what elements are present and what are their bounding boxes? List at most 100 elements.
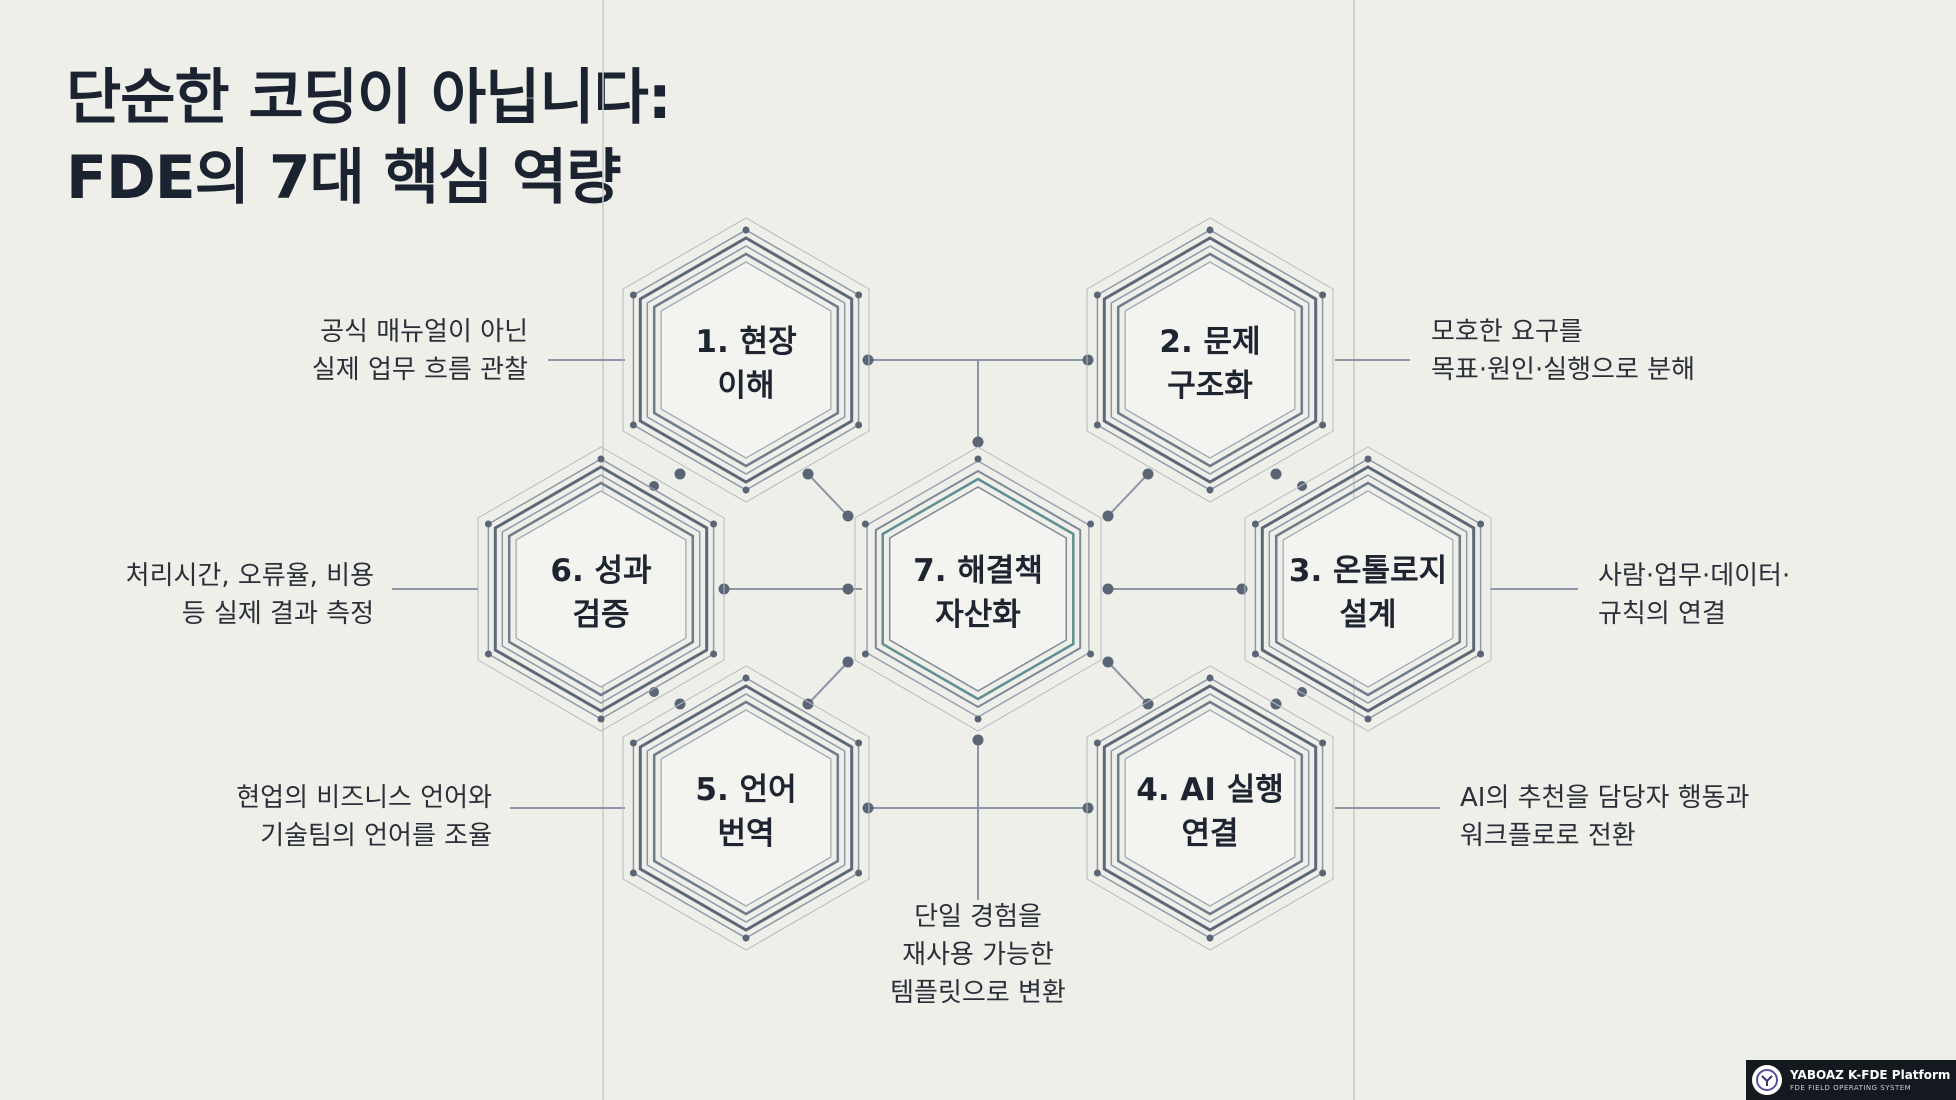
desc-hex-5-line-2: 기술팀의 언어를 조율 bbox=[260, 821, 492, 851]
hex-4-sketch-outline bbox=[1086, 665, 1334, 951]
hex-1-ring-5 bbox=[660, 261, 832, 459]
hex-5-vertex-node-2 bbox=[855, 739, 863, 747]
hex-1-vertex-node-2 bbox=[855, 291, 863, 299]
hex-4-ring-4 bbox=[1116, 700, 1304, 916]
hex-1-label-line-2: 이해 bbox=[717, 368, 774, 404]
desc-hex-4: AI의 추천을 담당자 행동과 워크플로로 전환 bbox=[1460, 779, 1749, 855]
hex-6-label-line-1: 6. 성과 bbox=[550, 553, 652, 589]
hex-4-ring-5 bbox=[1124, 709, 1296, 907]
desc-hex-3-line-1: 사람·업무·데이터· bbox=[1598, 561, 1791, 591]
title-line-2: FDE의 7대 핵심 역량 bbox=[66, 143, 621, 213]
hex-6-ring-5 bbox=[515, 490, 687, 688]
desc-hex-3-line-2: 규칙의 연결 bbox=[1598, 599, 1726, 629]
hex-7-vertex-node-4 bbox=[974, 715, 982, 723]
hex-5-ring-4 bbox=[652, 700, 840, 916]
hex-5-vertex-node-6 bbox=[629, 739, 637, 747]
hex-1-vertex-node-5 bbox=[629, 421, 637, 429]
hex-3-vertex-node-1 bbox=[1364, 455, 1372, 463]
hex-2-ring-3 bbox=[1110, 245, 1310, 475]
desc-hex-6: 처리시간, 오류율, 비용 등 실제 결과 측정 bbox=[126, 557, 374, 633]
desc-hex-1-line-2: 실제 업무 흐름 관찰 bbox=[311, 355, 528, 385]
desc-hex-2: 모호한 요구를 목표·원인·실행으로 분해 bbox=[1431, 313, 1695, 389]
hex-3-vertex-node-6 bbox=[1251, 520, 1259, 528]
hex-7-ring-4 bbox=[888, 486, 1068, 692]
hex-5-ring-3 bbox=[646, 693, 846, 923]
hex-7-vertex-node-5 bbox=[861, 650, 869, 658]
desc-hex-3: 사람·업무·데이터· 규칙의 연결 bbox=[1598, 557, 1790, 633]
desc-hex-7-line-2: 재사용 가능한 bbox=[902, 940, 1054, 970]
desc-hex-2-line-1: 모호한 요구를 bbox=[1431, 317, 1583, 347]
desc-hex-7-line-1: 단일 경험을 bbox=[914, 902, 1042, 932]
desc-hex-4-line-2: 워크플로로 전환 bbox=[1460, 821, 1636, 851]
hex-6-vertex-node-4 bbox=[597, 715, 605, 723]
hex-7-label-line-2: 자산화 bbox=[935, 597, 1021, 633]
hex-2-vertex-node-2 bbox=[1319, 291, 1327, 299]
slide-title: 단순한 코딩이 아닙니다: FDE의 7대 핵심 역량 bbox=[66, 58, 672, 218]
hex-4-vertex-node-3 bbox=[1319, 869, 1327, 877]
hex-6-vertex-node-3 bbox=[710, 650, 718, 658]
title-line-1: 단순한 코딩이 아닙니다: bbox=[66, 63, 672, 133]
hex-6-ring-4 bbox=[507, 481, 695, 697]
platform-badge: YABOAZ K-FDE Platform FDE FIELD OPERATIN… bbox=[1746, 1060, 1956, 1100]
hex-7-sketch-outline bbox=[854, 446, 1102, 732]
hex-5-vertex-node-3 bbox=[855, 869, 863, 877]
hex-2-ring-2 bbox=[1102, 236, 1318, 484]
hex-1-label-line-1: 1. 현장 bbox=[695, 324, 796, 360]
hex-7-vertex-node-1 bbox=[974, 455, 982, 463]
yaboaz-logo-icon bbox=[1752, 1065, 1782, 1095]
badge-title: YABOAZ K-FDE Platform bbox=[1790, 1067, 1951, 1082]
hex-1-vertex-node-1 bbox=[742, 226, 750, 234]
hex-1-vertex-node-4 bbox=[742, 486, 750, 494]
hex-4-vertex-node-6 bbox=[1093, 739, 1101, 747]
desc-hex-1-line-1: 공식 매뉴얼이 아닌 bbox=[320, 317, 528, 347]
hex-5-vertex-node-1 bbox=[742, 674, 750, 682]
hex-1-ring-3 bbox=[646, 245, 846, 475]
desc-hex-1: 공식 매뉴얼이 아닌 실제 업무 흐름 관찰 bbox=[312, 313, 528, 389]
hex-2-vertex-node-1 bbox=[1206, 226, 1214, 234]
hex-3-ring-5 bbox=[1282, 490, 1454, 688]
hex-3-vertex-node-2 bbox=[1477, 520, 1485, 528]
hex-7-vertex-node-2 bbox=[1087, 520, 1095, 528]
hex-3-vertex-node-4 bbox=[1364, 715, 1372, 723]
hex-4-vertex-node-2 bbox=[1319, 739, 1327, 747]
hex-6-vertex-node-2 bbox=[710, 520, 718, 528]
hex-3-ring-3 bbox=[1268, 474, 1468, 704]
hex-3-ring-4 bbox=[1274, 481, 1462, 697]
hex-4-vertex-node-4 bbox=[1206, 934, 1214, 942]
hex-3-sketch-outline bbox=[1244, 446, 1492, 732]
hex-4-vertex-node-5 bbox=[1093, 869, 1101, 877]
hex-1-ring-2 bbox=[638, 236, 854, 484]
badge-subtitle: FDE FIELD OPERATING SYSTEM bbox=[1790, 1083, 1912, 1092]
hex-1-sketch-outline bbox=[622, 217, 870, 503]
hex-2-vertex-node-4 bbox=[1206, 486, 1214, 494]
desc-hex-5: 현업의 비즈니스 언어와 기술팀의 언어를 조율 bbox=[236, 779, 492, 855]
hex-5-ring-5 bbox=[660, 709, 832, 907]
hex-3-ring-2 bbox=[1260, 465, 1476, 713]
connectors bbox=[392, 359, 1578, 900]
hex-1-ring-4 bbox=[652, 252, 840, 468]
hex-2-sketch-outline bbox=[1086, 217, 1334, 503]
hex-3-vertex-node-5 bbox=[1251, 650, 1259, 658]
hex-6-vertex-node-5 bbox=[484, 650, 492, 658]
hex-2-vertex-node-5 bbox=[1093, 421, 1101, 429]
hex-6-ring-2 bbox=[493, 465, 709, 713]
hex-5-ring-2 bbox=[638, 684, 854, 932]
hex-4-label-line-2: 연결 bbox=[1181, 816, 1238, 852]
desc-hex-7-line-3: 템플릿으로 변환 bbox=[890, 978, 1066, 1008]
hex-6-vertex-node-6 bbox=[484, 520, 492, 528]
desc-hex-5-line-1: 현업의 비즈니스 언어와 bbox=[236, 783, 492, 813]
hex-1-vertex-node-3 bbox=[855, 421, 863, 429]
hex-7-ring-3 bbox=[881, 477, 1075, 701]
hex-6-sketch-outline bbox=[477, 446, 725, 732]
desc-hex-7: 단일 경험을 재사용 가능한 템플릿으로 변환 bbox=[828, 898, 1128, 1012]
hex-2-vertex-node-3 bbox=[1319, 421, 1327, 429]
hex-6-label-line-2: 검증 bbox=[572, 597, 629, 633]
hex-5-vertex-node-5 bbox=[629, 869, 637, 877]
